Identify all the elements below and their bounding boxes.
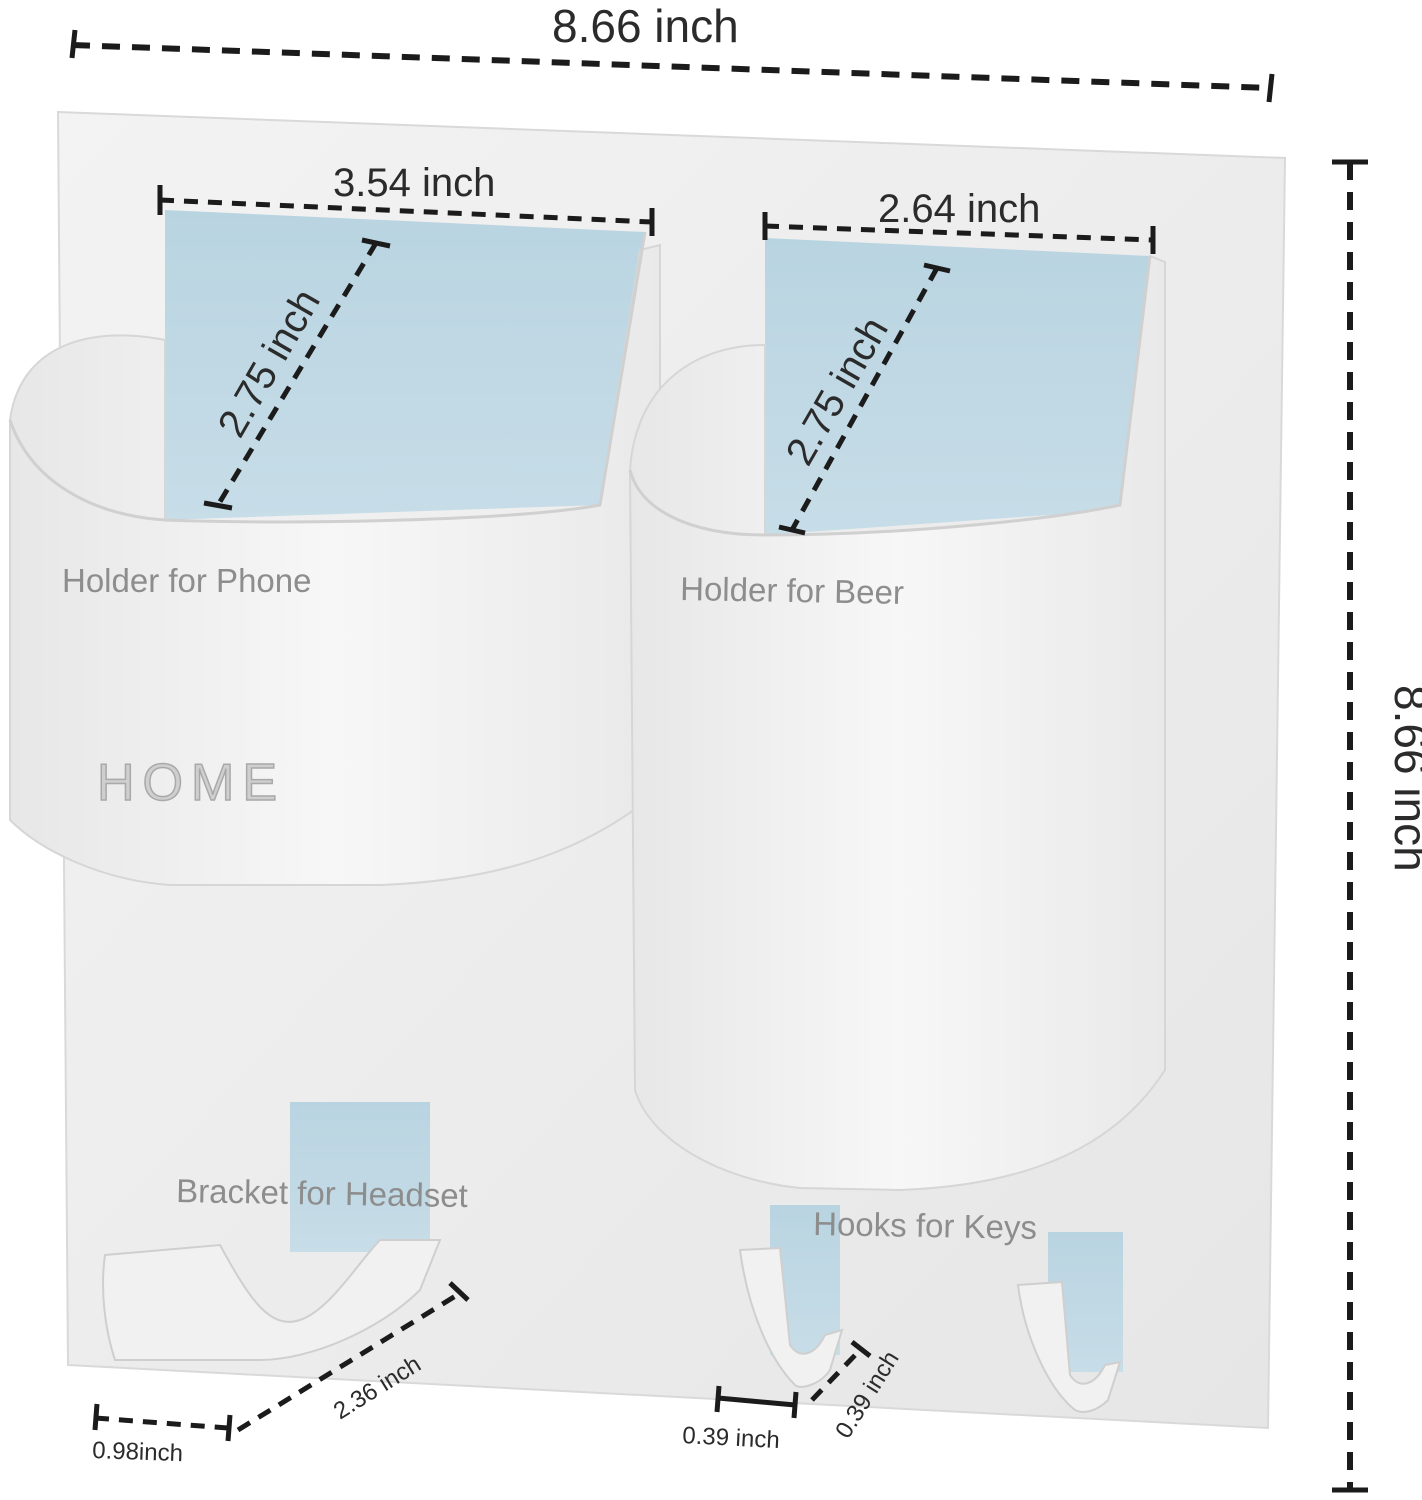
headset-hook-width-dimension: 0.98inch bbox=[92, 1403, 233, 1467]
phone-holder-rim bbox=[8, 231, 647, 524]
headset-bracket-hook bbox=[102, 1239, 442, 1361]
beer-holder-interior bbox=[765, 238, 1150, 535]
key-hook-width-dimension: 0.39 inch bbox=[682, 1385, 799, 1454]
beer-holder-width-text: 2.64 inch bbox=[878, 187, 1040, 231]
brand-logo: HOME bbox=[97, 754, 285, 812]
beer-holder-width-dimension: 2.64 inch bbox=[762, 187, 1156, 254]
key-hook-right bbox=[1016, 1280, 1122, 1413]
key-hooks-label: Hooks for Keys bbox=[813, 1205, 1037, 1246]
overall-height-text: 8.66 inch bbox=[1385, 685, 1422, 872]
phone-holder-interior bbox=[165, 210, 645, 520]
key-hook-left bbox=[738, 1246, 844, 1388]
overall-height-dimension: 8.66 inch bbox=[1332, 159, 1422, 1493]
beer-holder-rim bbox=[628, 255, 1152, 537]
headset-bracket-label: Bracket for Headset bbox=[176, 1172, 468, 1214]
headset-bracket-plate bbox=[290, 1102, 430, 1252]
key-hook-width-text: 0.39 inch bbox=[682, 1422, 781, 1454]
beer-holder-label: Holder for Beer bbox=[680, 570, 904, 611]
phone-holder-width-dimension: 3.54 inch bbox=[157, 161, 655, 236]
phone-holder-label: Holder for Phone bbox=[62, 562, 311, 599]
overall-width-text: 8.66 inch bbox=[552, 0, 739, 52]
headset-hook-width-text: 0.98inch bbox=[92, 1437, 184, 1467]
phone-holder-width-text: 3.54 inch bbox=[333, 161, 495, 205]
overall-width-dimension: 8.66 inch bbox=[69, 0, 1275, 103]
